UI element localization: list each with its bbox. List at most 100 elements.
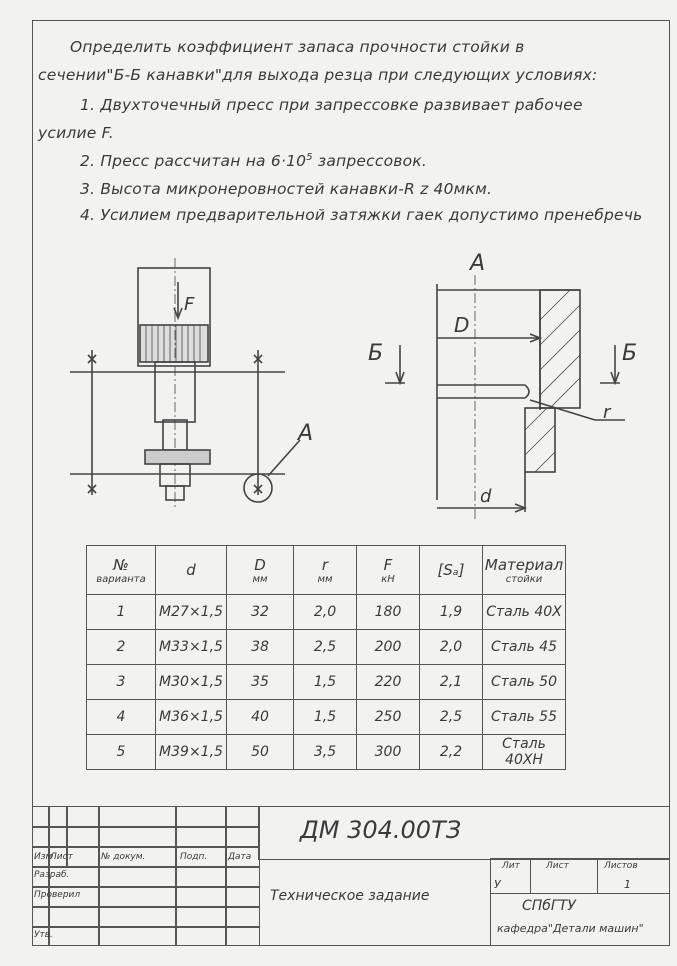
detail-label-right: A: [468, 251, 485, 276]
task-line-5: 2. Пресс рассчитан на 6·105 запрессовок.: [80, 152, 427, 170]
table-cell: 250: [356, 699, 420, 735]
table-cell: M39×1,5: [155, 734, 227, 770]
header-sub: мм: [252, 573, 268, 585]
detail-label-left: A: [296, 421, 313, 446]
table-cell: 1,9: [419, 594, 483, 630]
table-cell: 220: [356, 664, 420, 700]
tb-ndokum: № докум.: [101, 852, 146, 862]
title-block-rule: [32, 886, 260, 888]
table-cell: 180: [356, 594, 420, 630]
tb-izm: Изм: [34, 852, 53, 862]
document-code: ДМ 304.00ТЗ: [300, 816, 462, 844]
table-cell: 5: [86, 734, 156, 770]
task-line-5-end: запрессовок.: [312, 152, 427, 171]
header-main: Материал: [484, 555, 564, 574]
table-cell: 1,5: [293, 699, 357, 735]
table-cell: Сталь 40Х: [482, 594, 566, 630]
document-title: Техническое задание: [270, 888, 430, 904]
header-sub: стойки: [505, 573, 543, 585]
tb-listov-value: 1: [624, 878, 631, 891]
task-line-5-text: 2. Пресс рассчитан на 6·10: [80, 152, 307, 171]
title-block-rule: [32, 906, 260, 908]
table-cell: Сталь 55: [482, 699, 566, 735]
table-cell: M27×1,5: [155, 594, 227, 630]
title-block-col: [175, 806, 177, 946]
tb-lit: Лит: [502, 861, 520, 871]
table-cell: 32: [226, 594, 294, 630]
tb-utv: Утв.: [34, 930, 53, 940]
title-block-col: [98, 806, 100, 946]
title-block-rule: [32, 846, 260, 848]
header-sub: варианта: [96, 573, 146, 585]
force-label: F: [184, 294, 195, 315]
tb-org1: СПбГТУ: [522, 898, 576, 914]
table-cell: Сталь 50: [482, 664, 566, 700]
dim-D-label: D: [454, 313, 469, 337]
table-cell: 3: [86, 664, 156, 700]
press-assembly-drawing: F A: [70, 251, 637, 520]
header-sub: мм: [317, 573, 333, 585]
table-cell: 300: [356, 734, 420, 770]
header-main: d: [186, 561, 196, 579]
title-block-left: [32, 806, 260, 946]
title-block-rule: [32, 866, 260, 868]
header-sub: кН: [381, 573, 395, 585]
table-cell: Сталь 45: [482, 629, 566, 665]
dim-r-label: r: [603, 402, 612, 423]
table-cell: 200: [356, 629, 420, 665]
table-cell: 2,0: [419, 629, 483, 665]
table-cell: 2,5: [419, 699, 483, 735]
tb-org2: кафедра"Детали машин": [497, 922, 644, 935]
table-cell: 2,5: [293, 629, 357, 665]
tb-podp: Подп.: [180, 852, 208, 862]
header-cell: [Sₐ]: [419, 545, 483, 595]
task-line-7: 4. Усилием предварительной затяжки гаек …: [80, 206, 643, 224]
table-cell: 40: [226, 699, 294, 735]
task-line-6: 3. Высота микронеровностей канавки-R z 4…: [80, 180, 493, 198]
table-cell: 2,0: [293, 594, 357, 630]
table-cell: 2,1: [419, 664, 483, 700]
title-block-rule: [32, 826, 260, 828]
title-block-col: [225, 806, 227, 946]
tb-list: Лист: [50, 852, 73, 862]
tb-data: Дата: [228, 852, 252, 862]
title-block-code-cell: [258, 806, 670, 860]
task-line-3: 1. Двухточечный пресс при запрессовке ра…: [80, 96, 583, 114]
tb-lit-value: У: [494, 878, 501, 891]
header-main: D: [254, 555, 266, 574]
table-cell: 38: [226, 629, 294, 665]
table-cell: M30×1,5: [155, 664, 227, 700]
tb-list2: Лист: [546, 861, 569, 871]
task-line-2: сечении"Б-Б канавки"для выхода резца при…: [38, 66, 598, 84]
header-main: r: [321, 555, 329, 574]
header-main: №: [113, 555, 129, 574]
dim-d-label: d: [480, 486, 492, 507]
section-label-right: Б: [622, 341, 637, 366]
title-block-col: [48, 806, 50, 946]
table-cell: 2,2: [419, 734, 483, 770]
header-cell: d: [155, 545, 227, 595]
table-cell: 1: [86, 594, 156, 630]
table-cell: 35: [226, 664, 294, 700]
task-line-1: Определить коэффициент запаса прочности …: [70, 38, 525, 56]
table-cell: 4: [86, 699, 156, 735]
task-line-4: усилие F.: [38, 124, 114, 142]
tb-razrab: Разраб.: [34, 870, 70, 880]
tb-proveril: Проверил: [34, 890, 81, 900]
title-block-col: [66, 806, 68, 868]
header-main: F: [383, 555, 393, 574]
section-label-left: Б: [368, 341, 383, 366]
table-cell: M33×1,5: [155, 629, 227, 665]
